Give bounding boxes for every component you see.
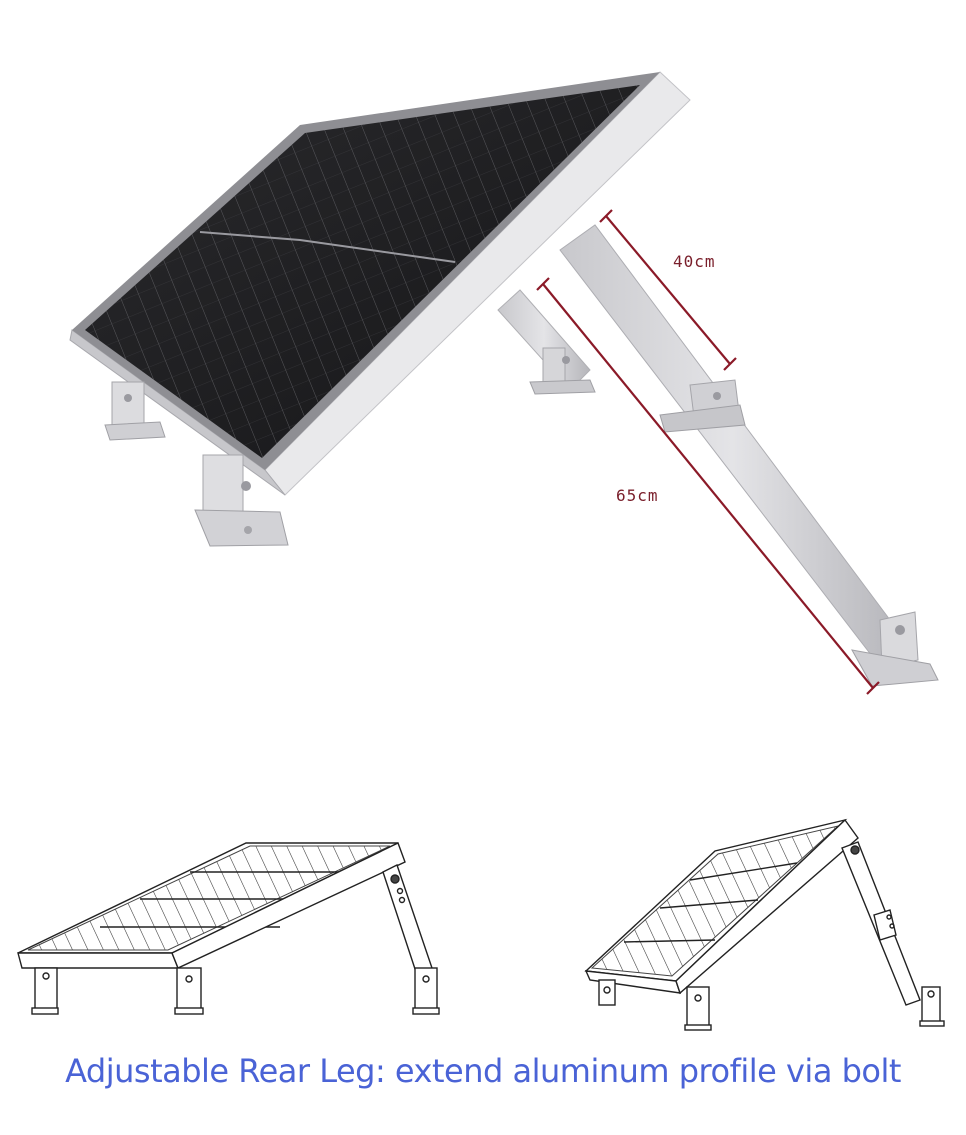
dimension-line-65cm — [536, 277, 880, 695]
solar-panel-photo — [69, 71, 939, 695]
dimension-line-40cm — [599, 209, 737, 371]
diagram-low-angle — [17, 842, 440, 1015]
front-right-foot-bracket — [194, 454, 289, 547]
dimension-label-40cm: 40cm — [673, 252, 716, 271]
diagram-high-angle — [584, 818, 945, 1031]
far-rear-foot-bracket — [529, 347, 596, 395]
rear-leg-adjustable — [559, 224, 939, 687]
dimension-label-65cm: 65cm — [616, 486, 659, 505]
caption-text: Adjustable Rear Leg: extend aluminum pro… — [65, 1052, 901, 1090]
front-left-foot-bracket — [104, 381, 166, 441]
